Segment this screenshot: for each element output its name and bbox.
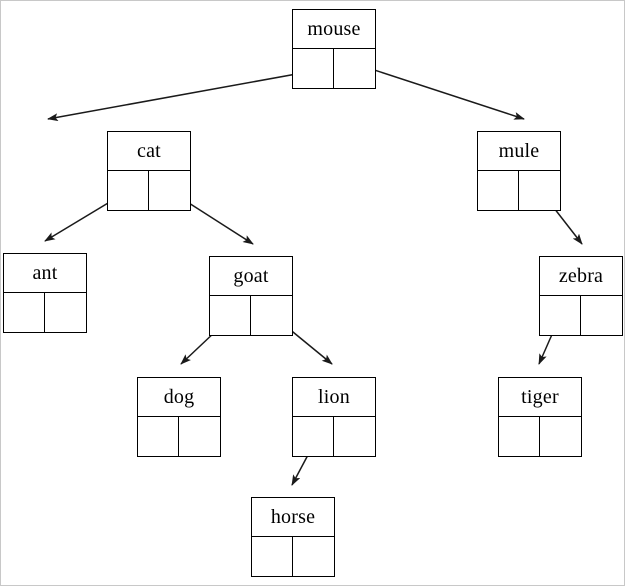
node-label-tiger: tiger — [499, 378, 581, 417]
node-right-pointer-mule[interactable] — [519, 171, 560, 210]
tree-node-ant[interactable]: ant — [3, 253, 87, 333]
node-label-cat: cat — [108, 132, 190, 171]
node-pointer-row-dog — [138, 417, 220, 456]
node-pointer-row-mouse — [293, 49, 375, 88]
tree-node-goat[interactable]: goat — [209, 256, 293, 336]
node-pointer-row-tiger — [499, 417, 581, 456]
node-label-mouse: mouse — [293, 10, 375, 49]
node-left-pointer-zebra[interactable] — [540, 296, 581, 335]
node-right-pointer-mouse[interactable] — [334, 49, 375, 88]
node-right-pointer-dog[interactable] — [179, 417, 220, 456]
node-left-pointer-dog[interactable] — [138, 417, 179, 456]
node-left-pointer-cat[interactable] — [108, 171, 149, 210]
node-label-ant: ant — [4, 254, 86, 293]
tree-node-mule[interactable]: mule — [477, 131, 561, 211]
tree-node-horse[interactable]: horse — [251, 497, 335, 577]
node-pointer-row-lion — [293, 417, 375, 456]
node-left-pointer-tiger[interactable] — [499, 417, 540, 456]
node-pointer-row-goat — [210, 296, 292, 335]
tree-node-zebra[interactable]: zebra — [539, 256, 623, 336]
node-left-pointer-horse[interactable] — [252, 537, 293, 576]
node-label-lion: lion — [293, 378, 375, 417]
node-right-pointer-zebra[interactable] — [581, 296, 622, 335]
node-pointer-row-mule — [478, 171, 560, 210]
tree-node-mouse[interactable]: mouse — [292, 9, 376, 89]
node-pointer-row-ant — [4, 293, 86, 332]
node-right-pointer-cat[interactable] — [149, 171, 190, 210]
tree-node-cat[interactable]: cat — [107, 131, 191, 211]
edge-mouse-to-cat — [47, 70, 314, 122]
node-left-pointer-lion[interactable] — [293, 417, 334, 456]
tree-node-lion[interactable]: lion — [292, 377, 376, 457]
node-left-pointer-ant[interactable] — [4, 293, 45, 332]
node-label-zebra: zebra — [540, 257, 622, 296]
node-right-pointer-tiger[interactable] — [540, 417, 581, 456]
node-label-dog: dog — [138, 378, 220, 417]
node-right-pointer-ant[interactable] — [45, 293, 86, 332]
node-label-horse: horse — [252, 498, 334, 537]
node-pointer-row-horse — [252, 537, 334, 576]
node-label-goat: goat — [210, 257, 292, 296]
node-right-pointer-horse[interactable] — [293, 537, 334, 576]
node-left-pointer-goat[interactable] — [210, 296, 251, 335]
tree-node-tiger[interactable]: tiger — [498, 377, 582, 457]
node-pointer-row-zebra — [540, 296, 622, 335]
node-label-mule: mule — [478, 132, 560, 171]
edge-mouse-to-mule — [355, 63, 525, 120]
tree-node-dog[interactable]: dog — [137, 377, 221, 457]
node-pointer-row-cat — [108, 171, 190, 210]
node-right-pointer-goat[interactable] — [251, 296, 292, 335]
node-left-pointer-mule[interactable] — [478, 171, 519, 210]
node-right-pointer-lion[interactable] — [334, 417, 375, 456]
node-left-pointer-mouse[interactable] — [293, 49, 334, 88]
